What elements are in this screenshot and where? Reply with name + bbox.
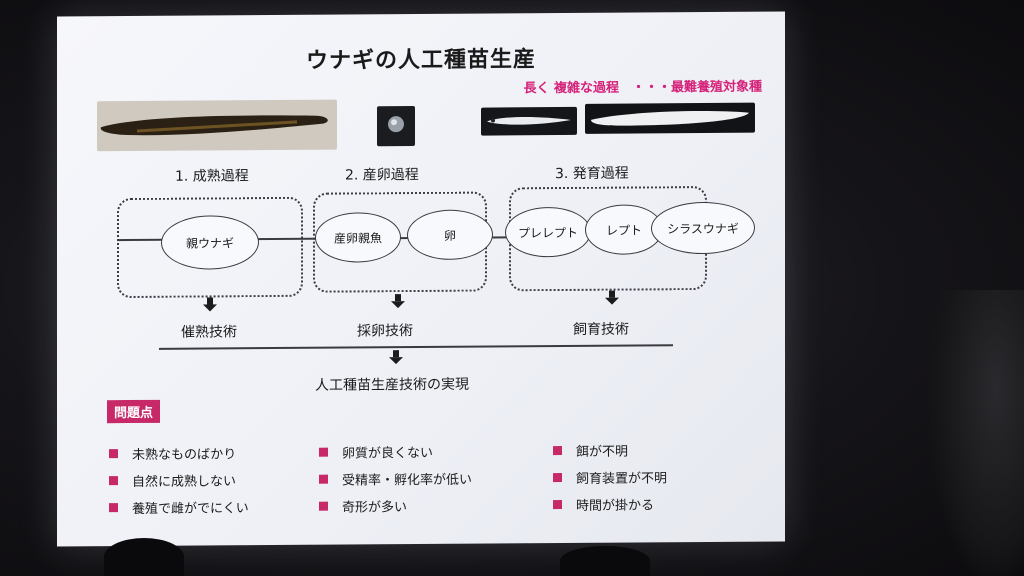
merge-line xyxy=(159,344,673,350)
step-maturation: 1. 成熟過程 xyxy=(175,168,249,185)
glass-eel-photo xyxy=(585,102,755,134)
slide-subtitle: 長く 複雑な過程 ・・・最難養殖対象種 xyxy=(523,79,762,97)
problem-item: 未熟なものばかり xyxy=(109,443,236,463)
tech-maturation: 催熟技術 xyxy=(181,324,237,341)
problems-badge: 問題点 xyxy=(107,399,161,424)
down-arrow-icon xyxy=(607,291,617,305)
bullet-square-icon xyxy=(553,500,562,510)
problem-item: 卵質が良くない xyxy=(319,442,433,462)
bullet-square-icon xyxy=(109,476,118,486)
bullet-square-icon xyxy=(319,474,328,484)
bullet-square-icon xyxy=(109,503,118,513)
problem-item: 自然に成熟しない xyxy=(109,470,236,490)
problem-item: 餌が不明 xyxy=(553,441,628,461)
problem-item: 時間が掛かる xyxy=(553,494,654,514)
adult-eel-photo xyxy=(97,99,337,152)
tech-rearing: 飼育技術 xyxy=(573,321,629,338)
problem-item: 養殖で雌がでにくい xyxy=(109,497,249,517)
problem-item: 飼育装置が不明 xyxy=(553,467,667,487)
node-glass-eel: シラスウナギ xyxy=(651,201,755,255)
bullet-square-icon xyxy=(109,449,118,459)
projection-screen: ウナギの人工種苗生産 長く 複雑な過程 ・・・最難養殖対象種 1. 成熟過程 2… xyxy=(57,11,785,547)
presenter-silhouette xyxy=(930,290,1024,576)
bullet-square-icon xyxy=(319,501,328,511)
audience-head xyxy=(104,538,184,576)
tech-egg-collection: 採卵技術 xyxy=(357,323,413,340)
slide-title: ウナギの人工種苗生産 xyxy=(305,47,536,74)
problem-item: 受精率・孵化率が低い xyxy=(319,469,472,489)
bullet-square-icon xyxy=(319,447,328,457)
audience-head xyxy=(560,546,650,576)
leptocephalus-photo xyxy=(481,106,577,136)
bullet-square-icon xyxy=(553,446,562,456)
down-arrow-icon xyxy=(393,294,403,308)
egg-photo xyxy=(377,106,415,147)
bullet-square-icon xyxy=(553,473,562,483)
down-arrow-icon xyxy=(205,297,215,311)
result-text: 人工種苗生産技術の実現 xyxy=(315,376,469,394)
problem-item: 奇形が多い xyxy=(319,496,407,516)
down-arrow-icon xyxy=(391,350,401,364)
step-development: 3. 発育過程 xyxy=(555,165,629,183)
step-spawning: 2. 産卵過程 xyxy=(345,167,419,184)
